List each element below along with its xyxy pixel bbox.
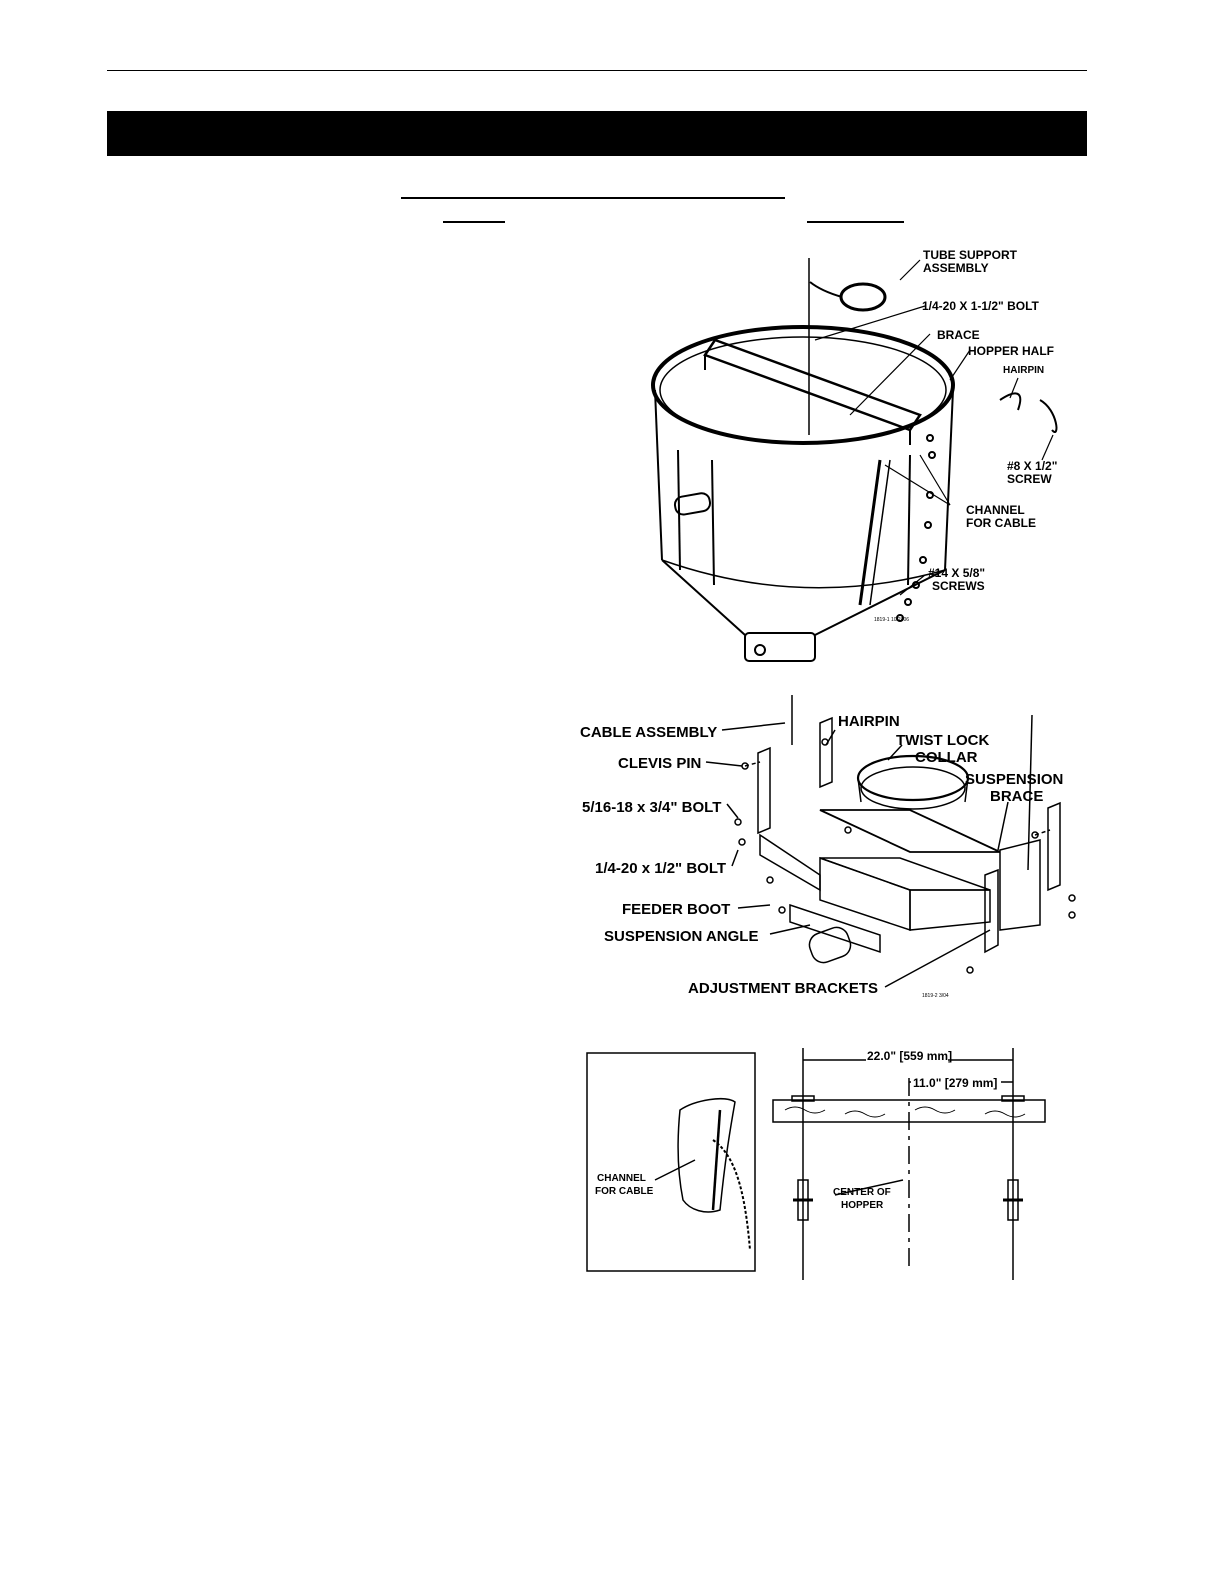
label-suspension-brace-2: BRACE (990, 788, 1043, 805)
label-dim-22: 22.0" [559 mm] (867, 1049, 952, 1063)
svg-text:TUBE SUPPORT: TUBE SUPPORT (923, 248, 1018, 262)
label-brace: BRACE (937, 328, 980, 342)
label-tube-support-2: ASSEMBLY (923, 261, 989, 275)
column-heading-underline-left (443, 221, 505, 223)
label-twist-lock-2: COLLAR (915, 749, 978, 766)
label-suspension-brace: SUSPENSION (965, 771, 1063, 788)
label-suspension-angle: SUSPENSION ANGLE (604, 928, 758, 945)
header-rule (107, 70, 1087, 71)
label-center-hopper: CENTER OF (833, 1187, 891, 1198)
label-bolt: 1/4-20 X 1-1/2" BOLT (922, 299, 1040, 313)
label-tube-support: TUBE SUPPORT (923, 248, 1018, 262)
label-screw8-2: SCREW (1007, 472, 1052, 486)
label-channel: CHANNEL (966, 503, 1025, 517)
label-screws14-2: SCREWS (932, 579, 985, 593)
label-hopper-half: HOPPER HALF (968, 344, 1054, 358)
label-hairpin-2: HAIRPIN (838, 713, 900, 730)
label-dim-11: 11.0" [279 mm] (913, 1076, 997, 1090)
heading-underline (401, 197, 785, 199)
label-screw8: #8 X 1/2" (1007, 459, 1057, 473)
label-channel-detail: CHANNEL (597, 1173, 646, 1184)
figure1-code: 1819-1 10/2006 (874, 617, 909, 623)
figure2-code: 1819-2 3/04 (922, 993, 949, 999)
label-adjustment-brackets: ADJUSTMENT BRACKETS (688, 980, 878, 997)
label-center-hopper-2: HOPPER (841, 1200, 884, 1211)
label-twist-lock: TWIST LOCK (896, 732, 989, 749)
label-screws14: #14 X 5/8" (928, 566, 985, 580)
hanging-dimensions-figure: CHANNEL FOR CABLE 22.0" [559 mm] 11.0" [… (586, 1048, 1046, 1280)
hopper-assembly-figure: TUBE SUPPORT ASSEMBLY 1/4-20 X 1-1/2" BO… (651, 248, 1058, 662)
column-heading-underline-right (807, 221, 904, 223)
label-feeder-boot: FEEDER BOOT (622, 901, 730, 918)
suspension-assembly-figure: CABLE ASSEMBLY CLEVIS PIN 5/16-18 x 3/4"… (580, 695, 1076, 999)
label-clevis-pin: CLEVIS PIN (618, 755, 701, 772)
svg-text:ASSEMBLY: ASSEMBLY (923, 261, 989, 275)
label-hairpin-1: HAIRPIN (1003, 365, 1044, 376)
label-channel-detail-2: FOR CABLE (595, 1186, 654, 1197)
section-title-bar (107, 111, 1087, 156)
label-cable-assembly: CABLE ASSEMBLY (580, 724, 717, 741)
label-channel-2: FOR CABLE (966, 516, 1036, 530)
label-bolt-516: 5/16-18 x 3/4" BOLT (582, 799, 721, 816)
label-bolt-14: 1/4-20 x 1/2" BOLT (595, 860, 726, 877)
